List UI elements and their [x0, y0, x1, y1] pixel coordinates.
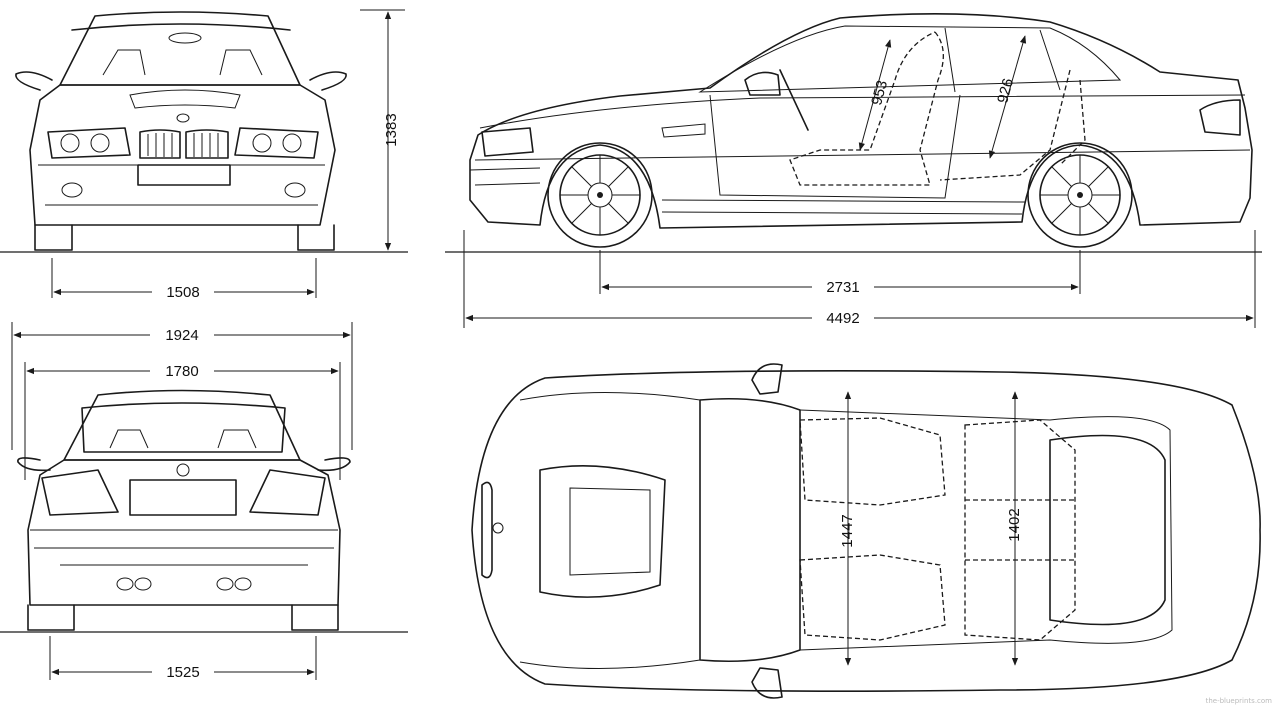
side-mirror	[744, 71, 781, 96]
width-with-mirrors-dimension: 1924	[11, 322, 353, 450]
kidney-grille-left	[139, 129, 181, 159]
top-rear-window	[1049, 434, 1166, 626]
rear-body	[27, 459, 341, 606]
top-windshield	[699, 397, 801, 663]
front-headlight-right	[234, 127, 319, 159]
front-mirror-left	[15, 71, 53, 91]
exhaust-right-1	[216, 577, 234, 591]
watermark: the-blueprints.com	[1206, 697, 1273, 705]
front-headlight-left	[47, 127, 131, 159]
rear-track-dimension: 1525	[49, 636, 317, 681]
front-seat-dashed	[789, 31, 944, 186]
front-track-dimension: 1508	[51, 258, 317, 301]
height-dimension: 1383	[360, 9, 405, 251]
kidney-grille-right	[185, 129, 229, 159]
width-value: 1780	[165, 363, 198, 380]
top-front-seat-left	[799, 417, 946, 506]
rear-taillight-right	[249, 469, 326, 516]
rear-badge-icon	[176, 463, 190, 477]
rear-headroom-value: 926	[994, 77, 1017, 106]
top-body-outline	[471, 370, 1261, 692]
exhaust-left-1	[116, 577, 134, 591]
top-rear-bench	[964, 419, 1076, 641]
side-windows	[698, 25, 1122, 93]
side-headlight	[481, 127, 534, 157]
side-taillight	[1199, 99, 1241, 136]
top-front-seat-right	[799, 554, 946, 641]
rear-shoulder-width-value: 1402	[1006, 508, 1023, 541]
top-mirror-right	[751, 667, 783, 699]
front-headroom-value: 953	[868, 79, 891, 108]
width-dimension: 1780	[24, 362, 341, 480]
front-windshield	[59, 11, 301, 86]
rear-mirror-left	[17, 457, 51, 472]
side-rear-wheel	[1027, 142, 1133, 248]
front-body	[29, 84, 336, 226]
front-tyre-right	[297, 224, 335, 251]
top-badge-icon	[492, 522, 504, 534]
height-value: 1383	[383, 113, 400, 146]
wheelbase-value: 2731	[826, 279, 859, 296]
exhaust-left-2	[134, 577, 152, 591]
front-shoulder-width-value: 1447	[839, 514, 856, 547]
length-dimension: 4492	[463, 230, 1256, 328]
front-badge-icon	[176, 113, 190, 123]
side-front-wheel	[547, 142, 653, 248]
rear-taillight-left	[41, 469, 119, 516]
rear-window	[63, 389, 301, 461]
rear-tyre-left	[27, 604, 75, 631]
front-tyre-left	[34, 224, 73, 251]
side-gill	[661, 123, 706, 138]
side-view: 953 926	[445, 13, 1262, 253]
rear-license-plate	[129, 479, 237, 516]
front-track-value: 1508	[166, 284, 199, 301]
top-mirror-left	[751, 363, 783, 395]
width-with-mirrors-value: 1924	[165, 327, 198, 344]
front-mirror-right	[309, 71, 347, 91]
top-view: 1447 1402	[471, 363, 1261, 699]
exhaust-right-2	[234, 577, 252, 591]
wheelbase-dimension: 2731	[599, 250, 1081, 296]
length-value: 4492	[826, 310, 859, 327]
top-hood-bulge	[539, 464, 666, 598]
rear-mirror-right	[317, 457, 351, 472]
steering-wheel	[779, 69, 809, 131]
top-grille	[481, 481, 493, 579]
side-body-outline	[469, 13, 1253, 229]
front-view	[0, 11, 408, 253]
rear-track-value: 1525	[166, 664, 199, 681]
rear-view	[0, 389, 408, 633]
rear-tyre-right	[291, 604, 339, 631]
front-license-plate	[137, 164, 231, 186]
